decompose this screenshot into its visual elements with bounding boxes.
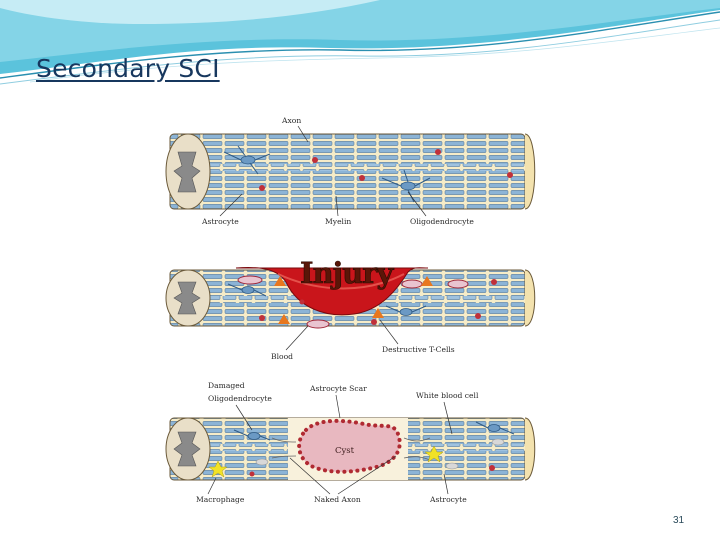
label-damaged: Damaged — [208, 381, 245, 390]
cyst-label: Cyst — [335, 446, 355, 456]
label-oligodendrocyte: Oligodendrocyte — [410, 217, 474, 226]
label-axon: Axon — [281, 116, 301, 125]
label-blood: Blood — [271, 352, 293, 361]
label-astrocyte: Astrocyte — [429, 495, 467, 504]
label-naked-axon: Naked Axon — [314, 495, 361, 504]
cord-body — [170, 134, 525, 209]
slide-title: Secondary SCI — [36, 54, 220, 83]
panel-injury: Injury Blood Destructive T-Cells — [166, 256, 535, 361]
label-astrocyte-scar: Astrocyte Scar — [309, 384, 367, 393]
panel-healthy-cord: Axon Astrocyte Myelin Oligodendrocyte — [166, 116, 535, 226]
injury-label: Injury — [300, 256, 395, 290]
label-destructive-t-cells: Destructive T-Cells — [382, 345, 455, 354]
label-white-blood-cell: White blood cell — [416, 391, 479, 400]
label-myelin: Myelin — [325, 217, 351, 226]
header-swoosh-decoration — [0, 0, 720, 100]
spinal-cord-injury-diagram: Axon Astrocyte Myelin Oligodendrocyte In… — [158, 112, 538, 517]
panel-scar-cyst: Cyst Damaged Oligodendrocyte Astrocyte S… — [166, 381, 535, 504]
label-astrocyte: Astrocyte — [201, 217, 239, 226]
label-macrophage: Macrophage — [196, 495, 245, 504]
label-damaged-oligodendrocyte: Oligodendrocyte — [208, 394, 272, 403]
page-number: 31 — [673, 515, 684, 526]
